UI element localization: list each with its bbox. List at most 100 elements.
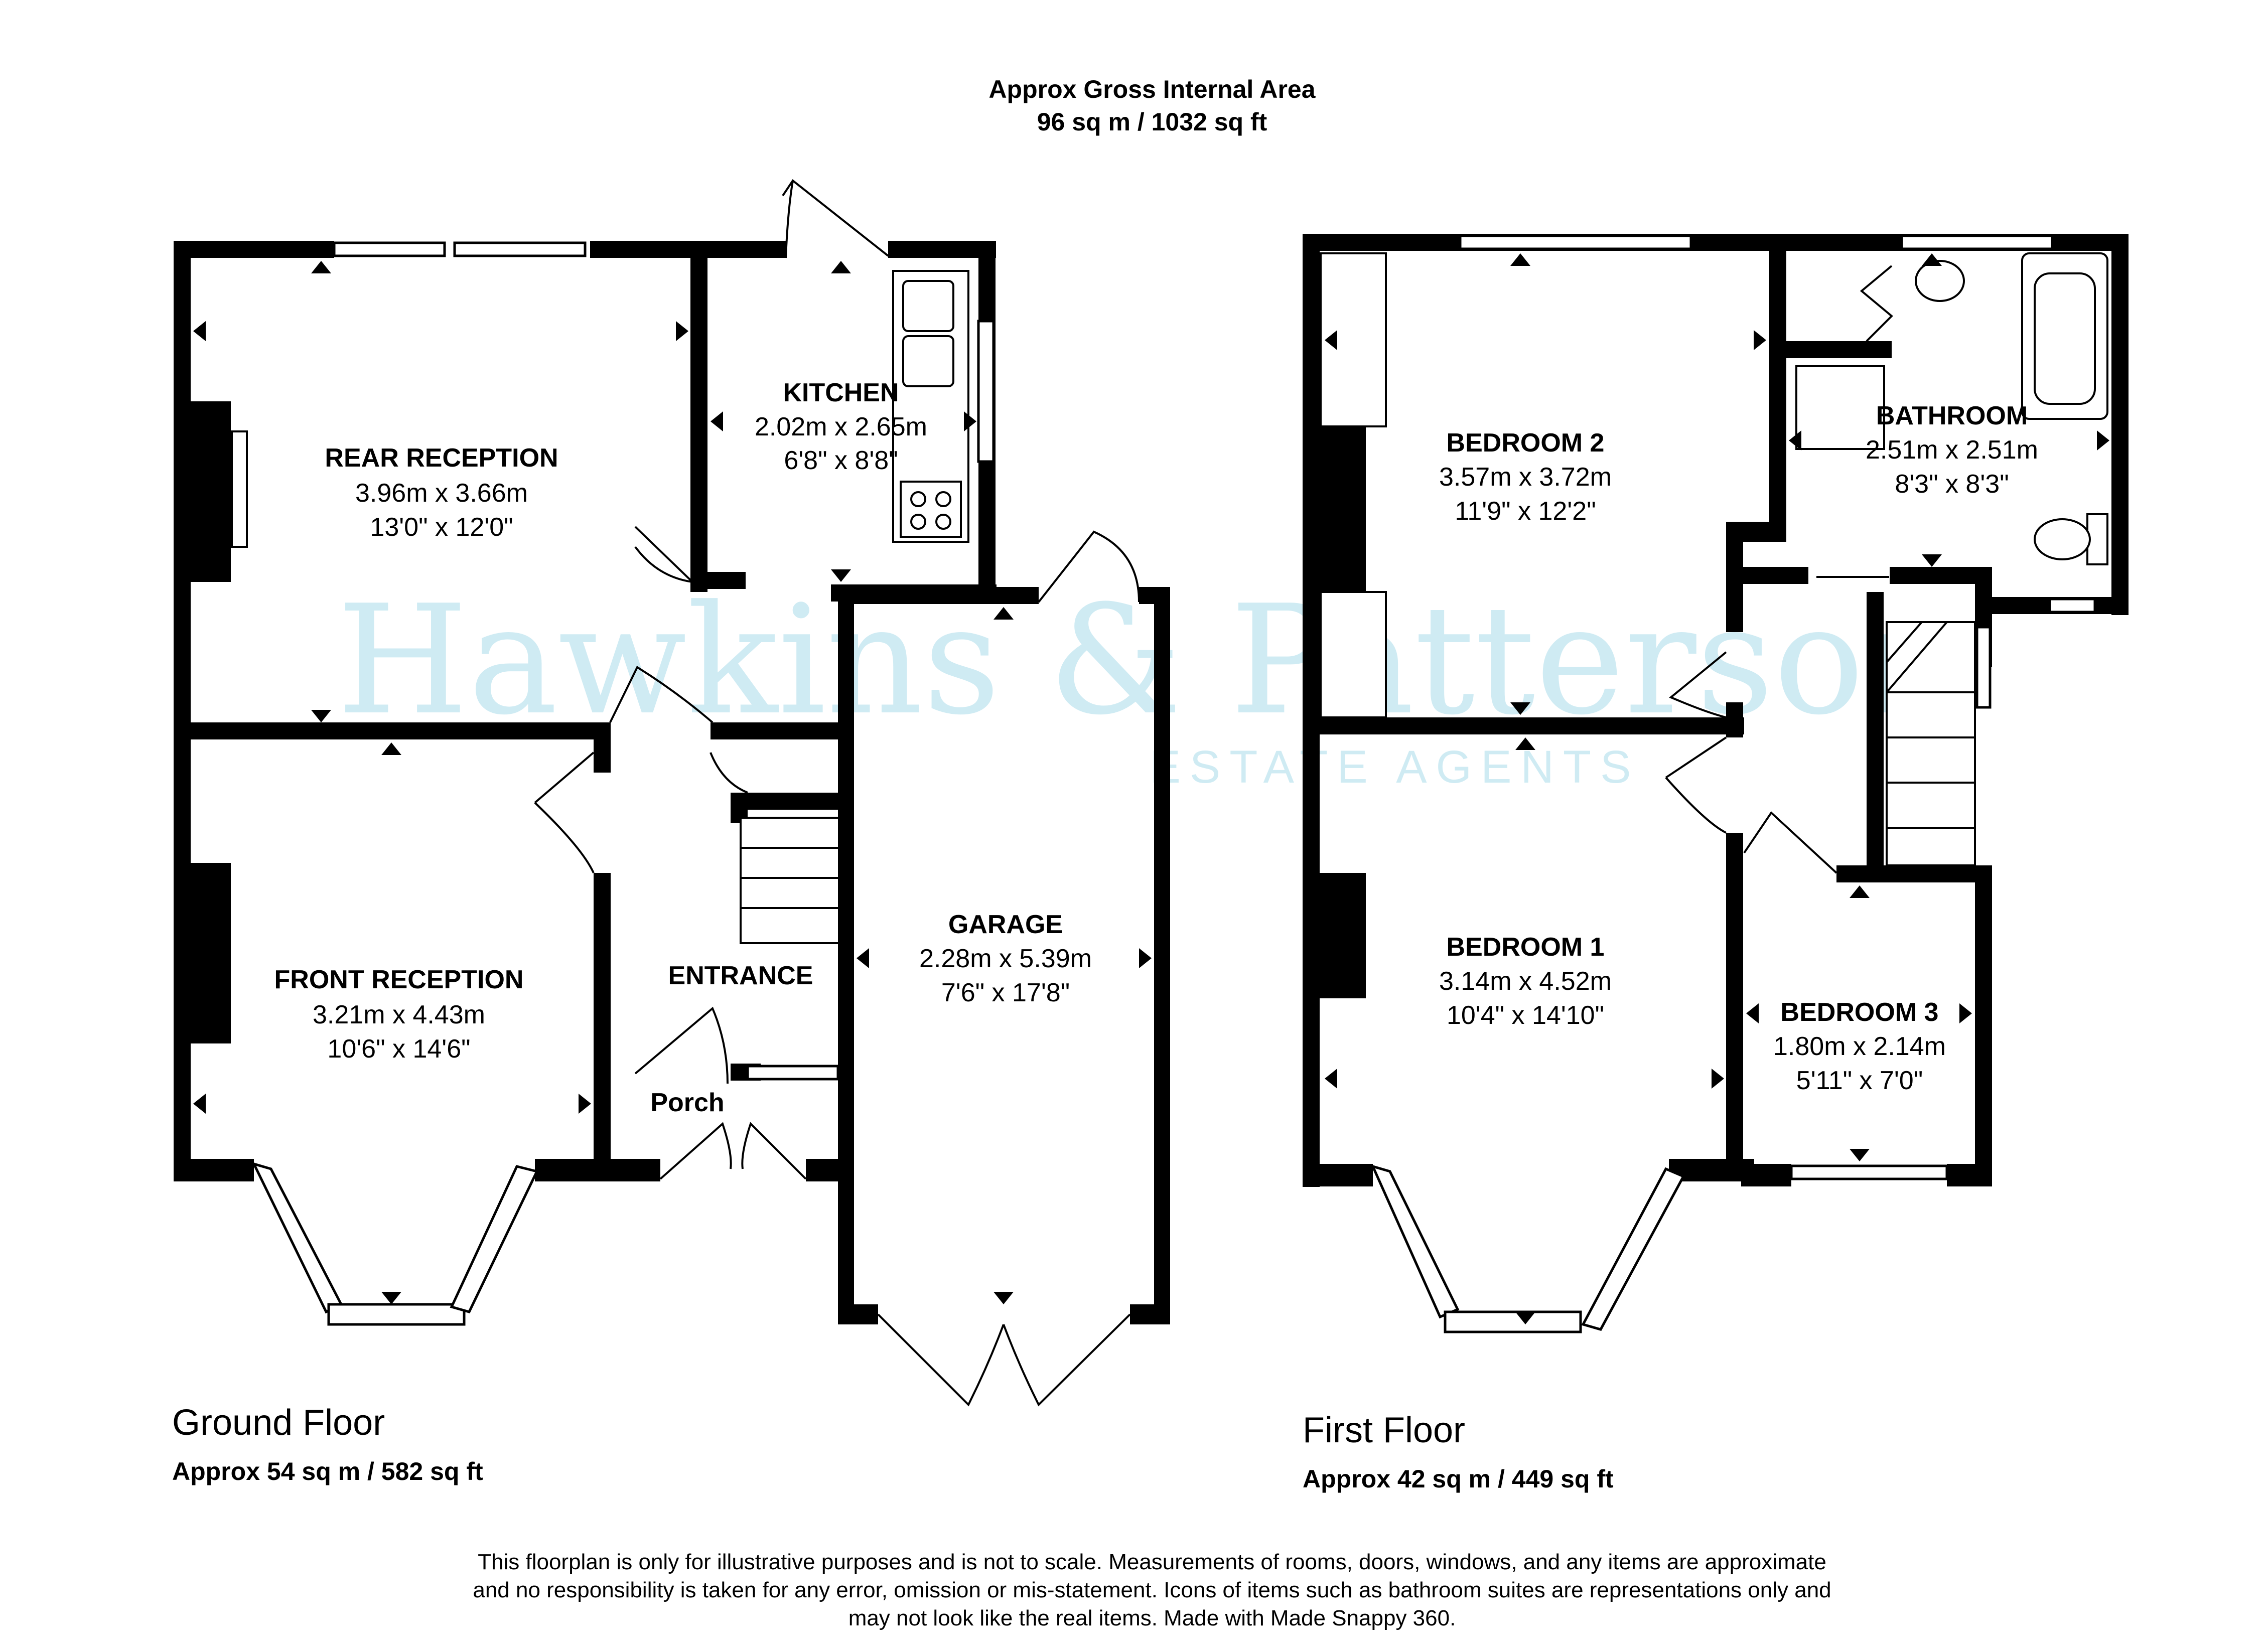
wall — [838, 587, 1039, 604]
wall — [1303, 1164, 1373, 1186]
chimney-breast — [1320, 873, 1366, 998]
dimension-marker — [1922, 554, 1942, 567]
wall — [1130, 1304, 1170, 1324]
window — [746, 1065, 839, 1081]
wall — [1890, 567, 1990, 584]
first-floor-plan — [1303, 234, 2129, 1333]
dimension-marker — [994, 607, 1014, 620]
door-swing — [1665, 736, 1727, 834]
room-name-bathroom: BATHROOM — [1876, 401, 2028, 430]
wall — [1741, 1164, 1791, 1186]
wall — [711, 722, 841, 739]
dimension-marker — [2097, 430, 2109, 451]
room-metric-rear-reception: 3.96m x 3.66m — [355, 479, 528, 508]
wall — [174, 722, 610, 739]
back-door — [782, 179, 889, 258]
room-name-kitchen: KITCHEN — [783, 378, 899, 407]
wall — [1769, 234, 1786, 540]
wall — [174, 241, 191, 1181]
window — [1459, 234, 1692, 250]
staircase — [740, 817, 840, 944]
dimension-marker — [1754, 330, 1766, 350]
wall — [1786, 341, 1892, 358]
wall — [1303, 234, 1320, 1187]
window — [1900, 234, 2054, 250]
gross-area-value: 96 sq m / 1032 sq ft — [1037, 108, 1267, 136]
room-imperial-front-reception: 10'6" x 14'6" — [327, 1034, 470, 1064]
room-imperial-bedroom-3: 5'11" x 7'0" — [1796, 1066, 1923, 1095]
wall — [1726, 702, 1743, 737]
wall — [1154, 587, 1170, 1324]
wall — [1947, 1164, 1992, 1186]
door-swing — [634, 526, 695, 583]
dimension-marker — [676, 321, 688, 341]
dimension-marker — [381, 742, 401, 755]
door-swing — [609, 666, 714, 723]
disclaimer-line-2: and no responsibility is taken for any e… — [473, 1578, 1831, 1602]
porch-doors — [659, 1122, 807, 1180]
room-name-bedroom-2: BEDROOM 2 — [1447, 428, 1605, 458]
dimension-marker — [1850, 885, 1870, 898]
dimension-marker — [1139, 948, 1152, 968]
room-imperial-rear-reception: 13'0" x 12'0" — [370, 513, 513, 542]
wardrobe — [1320, 591, 1387, 718]
room-imperial-bathroom: 8'3" x 8'3" — [1895, 470, 2009, 499]
wall — [1743, 567, 1808, 584]
room-imperial-garage: 7'6" x 17'8" — [941, 978, 1070, 1007]
dimension-marker — [193, 321, 206, 341]
watermark: Hawkins & Patterson ESTATE AGENTS — [337, 573, 1961, 793]
dimension-marker — [1515, 1312, 1535, 1324]
dimension-marker — [964, 411, 976, 431]
wall — [1303, 717, 1744, 734]
wall — [690, 572, 746, 589]
wall — [610, 1159, 660, 1181]
dimension-marker — [1325, 1069, 1337, 1089]
bay-window — [327, 1303, 466, 1326]
dimension-marker — [1515, 737, 1535, 750]
bay-window — [1444, 1310, 1582, 1333]
wall — [1726, 833, 1743, 1174]
wall — [1975, 865, 1992, 1186]
dimension-marker — [579, 1094, 591, 1114]
dimension-marker — [1922, 253, 1942, 266]
dimension-marker — [1712, 1069, 1724, 1089]
door-swing — [1669, 651, 1727, 718]
window — [1790, 1164, 1948, 1180]
chimney-breast — [1320, 424, 1366, 605]
wall — [174, 241, 334, 258]
room-imperial-bedroom-2: 11'9" x 12'2" — [1455, 497, 1596, 526]
room-imperial-kitchen: 6'8" x 8'8" — [784, 446, 898, 475]
dimension-marker — [1850, 1149, 1870, 1161]
staircase — [1886, 621, 1976, 866]
room-metric-kitchen: 2.02m x 2.65m — [755, 412, 927, 441]
door-swing — [1743, 811, 1837, 874]
wall — [1867, 592, 1884, 878]
dimension-marker — [311, 261, 331, 273]
dimension-marker — [994, 1292, 1014, 1304]
chimney-breast — [191, 863, 231, 1043]
room-metric-bedroom-1: 3.14m x 4.52m — [1439, 967, 1612, 996]
disclaimer-line-3: may not look like the real items. Made w… — [848, 1606, 1456, 1630]
dimension-marker — [711, 411, 723, 431]
dimension-marker — [193, 1094, 206, 1114]
wall — [888, 241, 996, 258]
bay-window — [1370, 1164, 1460, 1319]
dimension-marker — [857, 948, 869, 968]
room-name-garage: GARAGE — [948, 910, 1063, 939]
bay-window — [1581, 1167, 1685, 1331]
wall — [1726, 522, 1743, 632]
first-floor-area: Approx 42 sq m / 449 sq ft — [1303, 1465, 1614, 1493]
wall — [838, 1304, 878, 1324]
basin-icon — [1915, 260, 1965, 302]
bay-window — [450, 1165, 539, 1313]
wall — [590, 241, 786, 258]
watermark-sub: ESTATE AGENTS — [1150, 741, 1640, 793]
wall — [690, 241, 707, 592]
window — [1975, 626, 1992, 709]
window — [977, 320, 995, 463]
cupboard-doors — [1860, 265, 1893, 342]
door-swing — [534, 752, 595, 873]
dimension-marker — [831, 261, 851, 273]
dimension-marker — [1959, 1003, 1972, 1023]
gross-area-label: Approx Gross Internal Area — [988, 75, 1316, 103]
